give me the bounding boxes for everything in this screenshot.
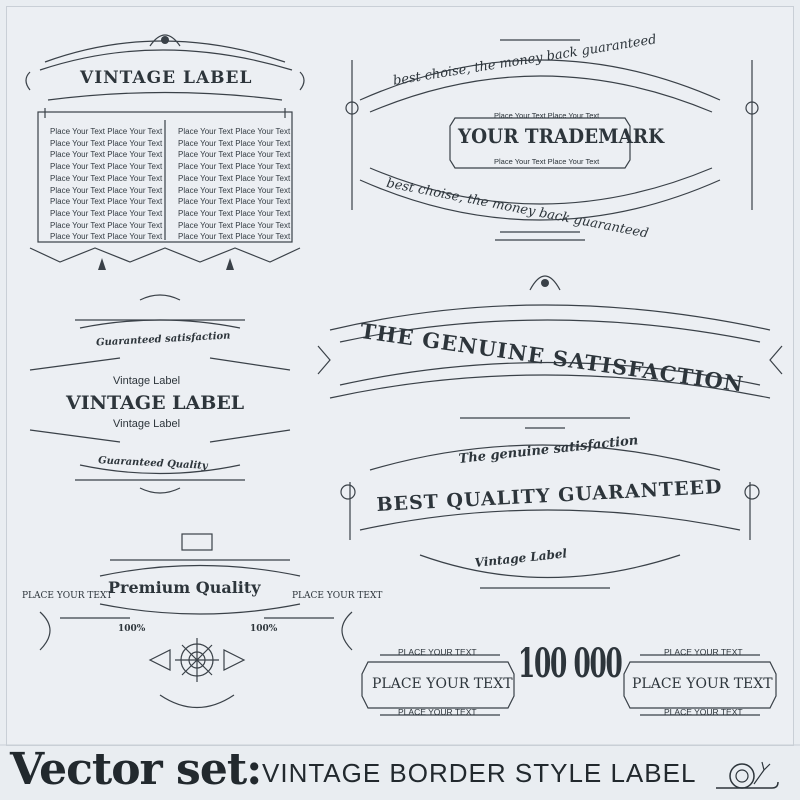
label1-column-left: Place Your Text Place Your Text Place Yo… [50,126,162,243]
label7-left-main: PLACE YOUR TEXT [372,676,513,692]
label1-title: VINTAGE LABEL [80,68,253,88]
label2-small-bottom: Place Your Text Place Your Text [494,157,600,166]
label1-right-line: Place Your Text Place Your Text [178,197,291,207]
snail-icon [716,761,779,789]
footer-subtitle: VINTAGE BORDER STYLE LABEL [262,758,697,788]
label6-pct-left: 100% [118,624,146,634]
label7-left-bottom: PLACE YOUR TEXT [398,707,477,717]
label6-title: Premium Quality [108,578,261,597]
label6-right: PLACE YOUR TEXT [292,591,383,601]
label1-frame [25,34,305,270]
label7-frame [361,654,777,716]
label4-frame [317,275,783,419]
footer [0,746,800,800]
label3-frame [29,294,291,494]
label1-right-line: Place Your Text Place Your Text [178,127,291,136]
label1-right-line: Place Your Text Place Your Text [178,138,291,148]
label7-right-bottom: PLACE YOUR TEXT [664,707,743,717]
label1-right-line: Place Your Text Place Your Text [178,150,291,160]
label1-left-line: Place Your Text Place Your Text [50,173,163,183]
label1-left-line: Place Your Text Place Your Text [50,185,163,195]
label1-left-line: Place Your Text Place Your Text [50,232,163,242]
label6-left: PLACE YOUR TEXT [22,591,113,601]
label1-right-line: Place Your Text Place Your Text [178,162,291,172]
label7-right-top: PLACE YOUR TEXT [664,647,743,657]
label2-frame [345,39,759,241]
label1-right-line: Place Your Text Place Your Text [178,220,291,230]
label6-frame [39,533,353,709]
label1-left-line: Place Your Text Place Your Text [50,150,163,160]
label1-left-line: Place Your Text Place Your Text [50,197,163,207]
label1-right-line: Place Your Text Place Your Text [178,173,291,183]
label1-left-line: Place Your Text Place Your Text [50,208,163,218]
label7-left-top: PLACE YOUR TEXT [398,647,477,657]
label7-number: 100 000 [518,640,623,687]
label1-right-line: Place Your Text Place Your Text [178,232,291,242]
label2-title: YOUR TRADEMARK [458,124,665,148]
artboard-frame [6,6,794,746]
label1-right-line: Place Your Text Place Your Text [178,185,291,195]
label1-right-line: Place Your Text Place Your Text [178,208,291,218]
label2-small-top: Place Your Text Place Your Text [494,111,600,120]
label1-left-line: Place Your Text Place Your Text [50,138,163,148]
label3-sub2: Vintage Label [113,418,181,430]
footer-title: Vector set: [10,744,262,795]
label3-sub1: Vintage Label [113,375,181,387]
label6-pct-right: 100% [250,624,278,634]
label7-right-main: PLACE YOUR TEXT [632,676,773,692]
label1-column-right: Place Your Text Place Your Text Place Yo… [178,126,290,243]
label1-left-line: Place Your Text Place Your Text [50,162,163,172]
label1-left-line: Place Your Text Place Your Text [50,127,163,136]
label1-left-line: Place Your Text Place Your Text [50,220,163,230]
label5-frame [340,427,760,589]
label3-title: VINTAGE LABEL [66,392,245,414]
